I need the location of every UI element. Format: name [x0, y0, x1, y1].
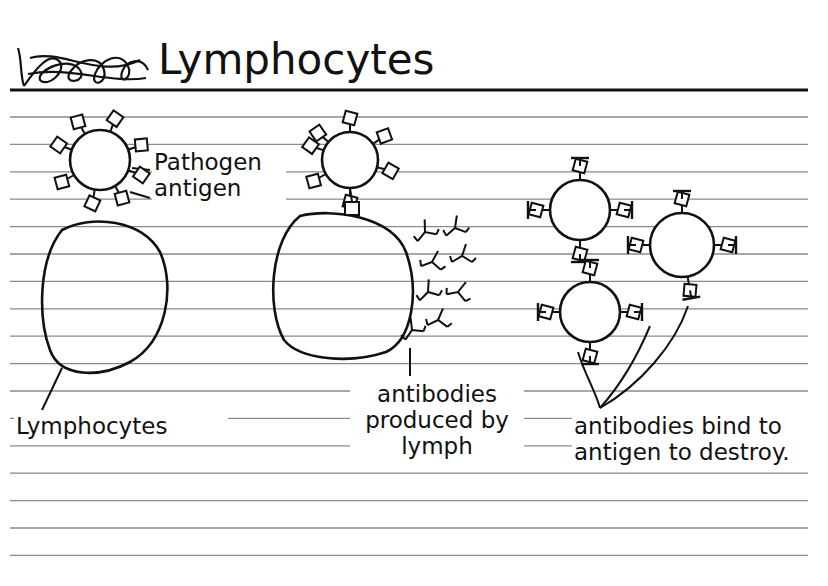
ruled-line — [10, 308, 808, 309]
antibody — [641, 303, 643, 321]
antibody — [581, 363, 599, 365]
leader-line — [42, 368, 62, 410]
antigen — [345, 202, 359, 215]
antibody — [396, 313, 427, 340]
pathogen-cell — [70, 130, 130, 190]
antigen — [302, 137, 319, 154]
ruled-line — [10, 171, 808, 172]
pathogen-cell — [650, 213, 714, 277]
antibody — [426, 307, 453, 327]
pathogen-cell — [560, 282, 620, 342]
antibody — [419, 248, 448, 270]
antigen-stalk — [350, 188, 352, 202]
pathogen — [538, 260, 642, 364]
antigen — [343, 111, 358, 126]
antibody — [445, 277, 476, 303]
leader-line — [409, 348, 411, 376]
antibody — [537, 303, 539, 321]
pathogen — [302, 111, 399, 210]
leader-line — [130, 192, 150, 198]
antibody — [441, 214, 470, 236]
antigen — [115, 191, 130, 206]
antibodies — [396, 214, 476, 341]
antigen — [573, 159, 588, 174]
antibody — [631, 201, 633, 219]
antigen — [306, 174, 321, 189]
antibody — [581, 259, 599, 261]
antibody — [627, 236, 629, 254]
antibody — [673, 190, 691, 192]
antigen — [627, 305, 642, 320]
antigen — [50, 137, 67, 154]
ruled-line — [10, 116, 808, 117]
antigen — [721, 238, 736, 253]
antigen — [135, 138, 148, 151]
label: antibodies produced by lymph — [350, 382, 524, 459]
antigen — [107, 110, 124, 127]
label: Lymphocytes — [14, 414, 228, 440]
antigen — [382, 163, 398, 179]
antigen — [84, 195, 100, 211]
ruled-line — [10, 500, 808, 501]
antibody — [683, 297, 701, 300]
lymphocyte-cell — [273, 213, 413, 359]
scribble — [18, 48, 148, 86]
pathogen — [50, 110, 149, 211]
pathogen — [528, 158, 632, 262]
ruled-line — [10, 555, 808, 556]
antibody — [571, 157, 589, 159]
antibody — [413, 277, 443, 301]
antibody — [410, 216, 441, 242]
antibody-stem — [589, 260, 591, 268]
pathogen — [628, 191, 736, 300]
antibody — [450, 244, 476, 262]
antigen — [629, 238, 644, 253]
lymphocyte-cell — [42, 221, 167, 372]
antigen — [55, 175, 70, 190]
ruled-lines — [10, 117, 808, 555]
label: antibodies bind to antigen to destroy. — [572, 414, 816, 466]
ruled-line — [10, 473, 808, 474]
pathogen-cell — [550, 180, 610, 240]
pathogen-cell — [322, 132, 378, 188]
antigen — [133, 167, 150, 184]
antigen — [675, 192, 690, 207]
antigen — [583, 349, 598, 364]
title-rule — [10, 89, 808, 92]
antigen — [539, 305, 554, 320]
ruled-line — [10, 144, 808, 145]
ruled-line — [10, 527, 808, 528]
antibody — [527, 201, 529, 219]
pathogens — [50, 110, 736, 364]
antibody — [735, 236, 737, 254]
page-title: Lymphocytes — [155, 36, 437, 83]
antigen — [583, 261, 598, 276]
antigen — [617, 203, 632, 218]
antigen — [377, 128, 392, 143]
antigen — [529, 203, 544, 218]
label: Pathogen antigen — [152, 150, 286, 202]
antigen — [71, 115, 86, 130]
